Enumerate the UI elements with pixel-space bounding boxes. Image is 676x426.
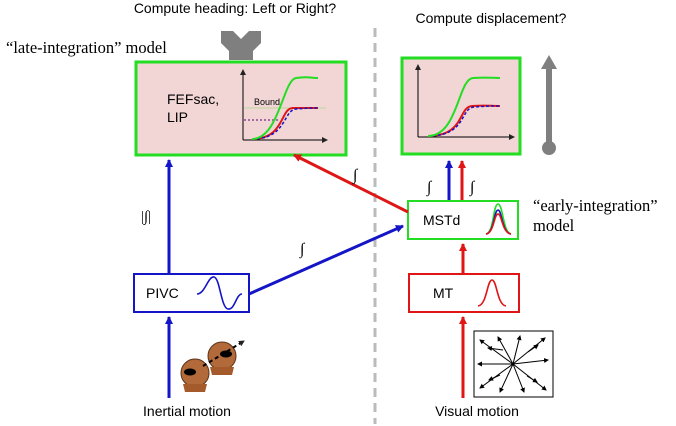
late-integration-label: “late-integration” model bbox=[6, 38, 167, 57]
early-model-label: model bbox=[533, 216, 575, 235]
random-dots-icon bbox=[473, 330, 554, 398]
arrow-mstd-to-fef bbox=[293, 153, 409, 214]
head-icon bbox=[180, 340, 245, 392]
pivc-label: PIVC bbox=[146, 285, 179, 301]
bound-label: Bound bbox=[254, 97, 280, 107]
integral-operator-right: ∫ bbox=[469, 179, 476, 197]
mstd-tuning-icon bbox=[485, 203, 512, 235]
inertial-motion-label: Inertial motion bbox=[143, 403, 231, 419]
fef-lip-box: FEFsac, LIP Bound bbox=[134, 60, 348, 157]
integral-operator-pivc: ∫ bbox=[299, 241, 306, 259]
displacement-title: Compute displacement? bbox=[416, 10, 567, 26]
mstd-label: MSTd bbox=[423, 212, 460, 228]
visual-motion-label: Visual motion bbox=[435, 403, 519, 419]
heading-title: Compute heading: Left or Right? bbox=[134, 0, 337, 16]
mt-label: MT bbox=[433, 285, 454, 301]
pivc-tuning-icon bbox=[196, 276, 243, 310]
integral-operator-fef: ∫ bbox=[352, 167, 359, 185]
decision-accumulation-plot: Bound bbox=[240, 69, 328, 143]
arrow-pivc-to-mstd bbox=[248, 224, 404, 296]
displacement-box bbox=[400, 56, 522, 156]
fef-label: FEFsac, bbox=[167, 91, 219, 107]
mt-box: MT bbox=[408, 273, 520, 313]
split-arrow-icon bbox=[221, 31, 261, 60]
integral-operator-left: ∫ bbox=[426, 179, 433, 197]
early-integration-label: “early-integration” bbox=[533, 196, 658, 215]
mstd-box: MSTd bbox=[407, 200, 519, 240]
displacement-plot bbox=[415, 64, 515, 140]
mt-tuning-icon bbox=[477, 279, 507, 307]
pivc-box: PIVC bbox=[133, 273, 250, 313]
displacement-bar-icon bbox=[541, 55, 557, 155]
lip-label: LIP bbox=[167, 109, 188, 125]
abs-integral-operator: |∫| bbox=[141, 209, 151, 225]
